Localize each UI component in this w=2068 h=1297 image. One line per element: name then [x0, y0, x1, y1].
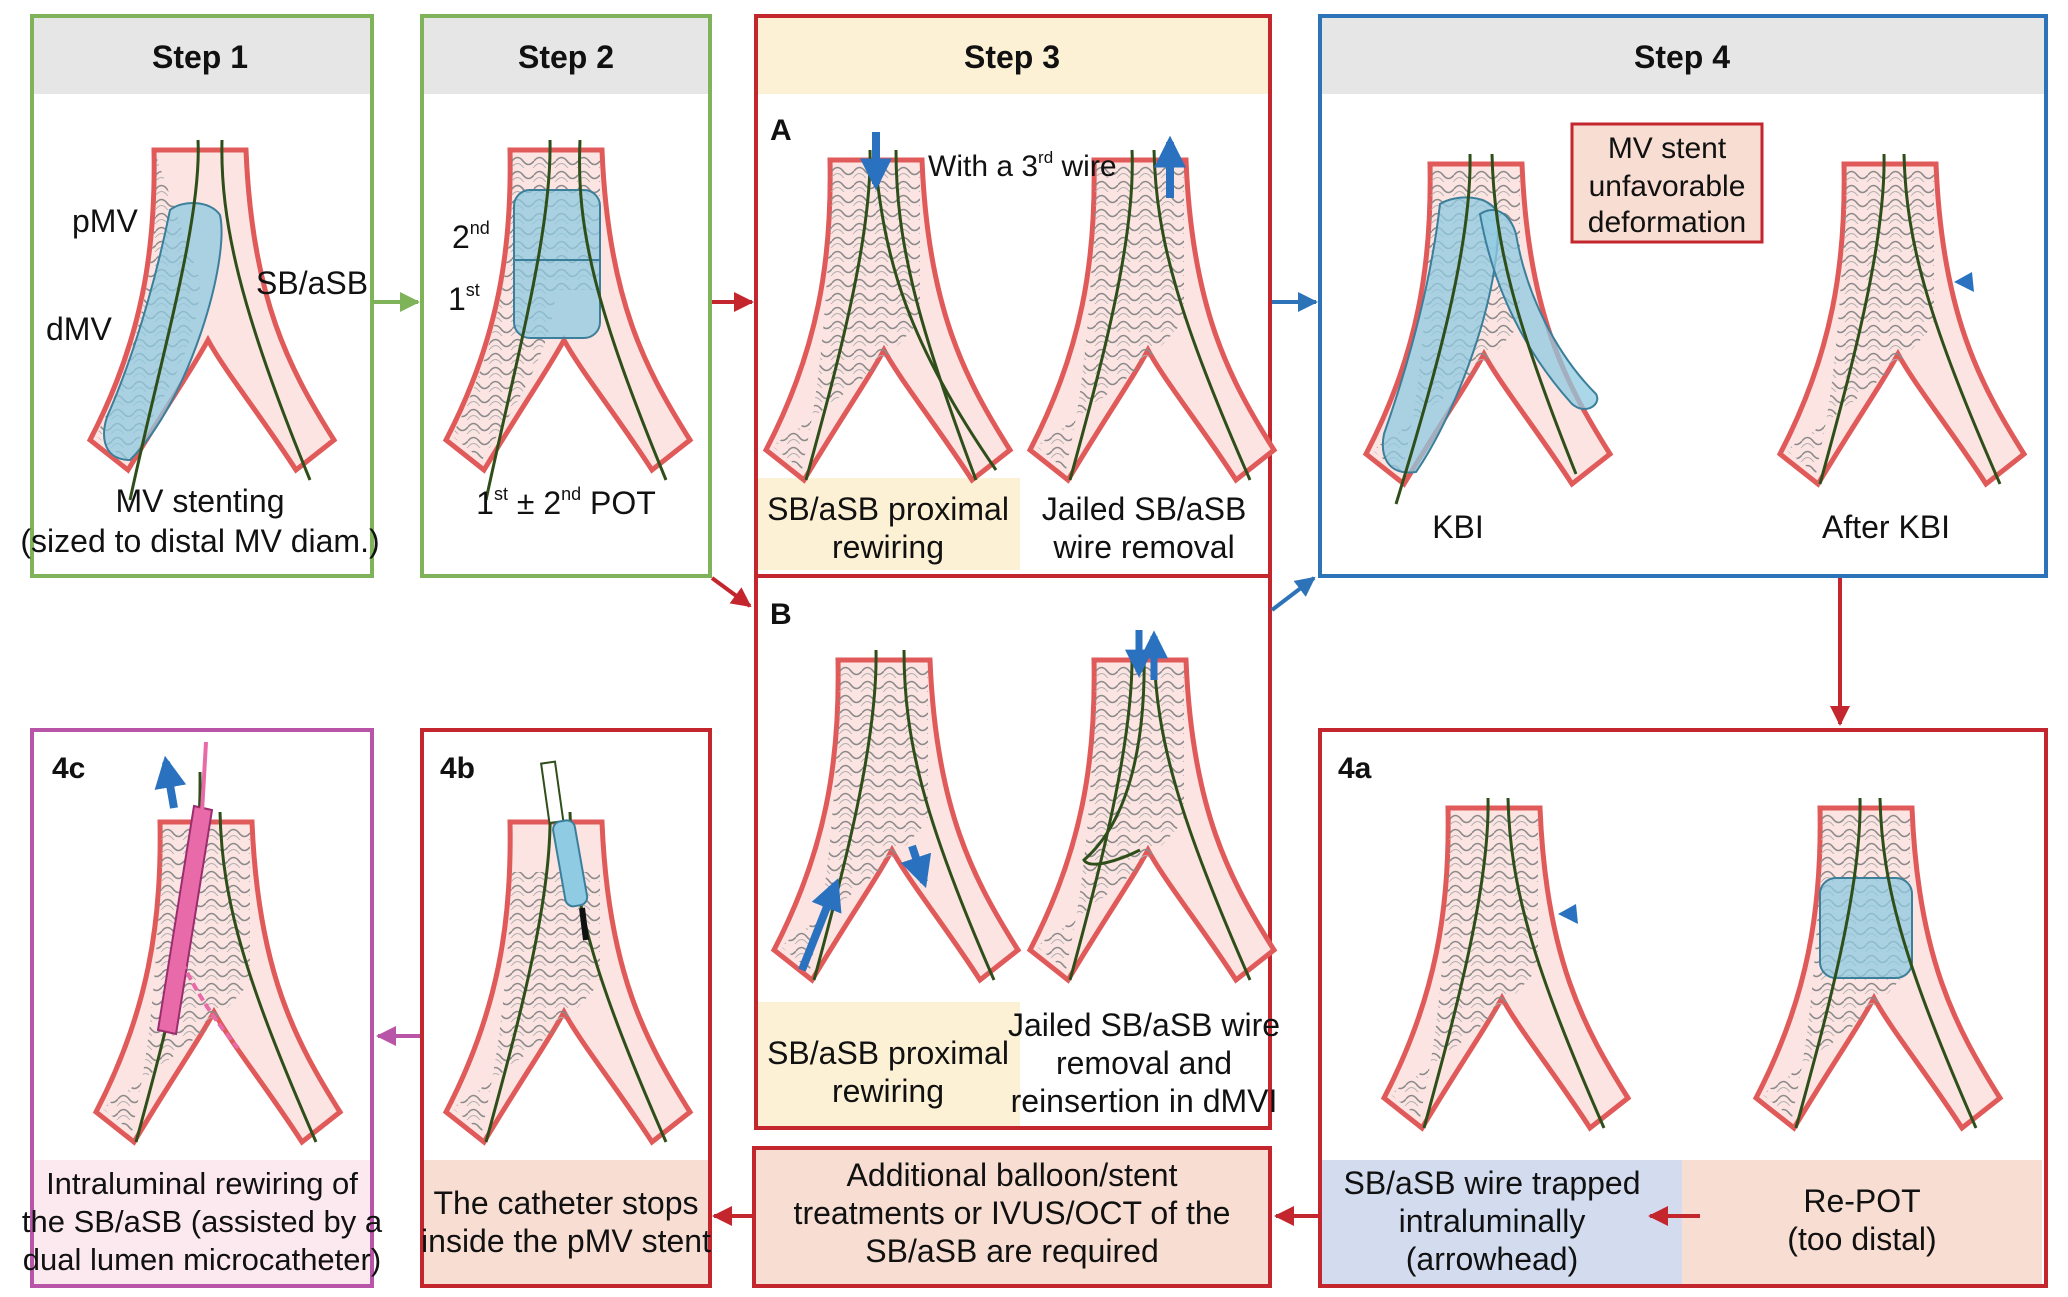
- additional-line2: treatments or IVUS/OCT of the: [794, 1195, 1231, 1231]
- 4a-right-caption-line2: (too distal): [1787, 1221, 1936, 1257]
- deformation-line1: MV stent: [1608, 132, 1727, 165]
- step4-after-kbi-label: After KBI: [1822, 509, 1950, 545]
- 4c-caption-band: [34, 1160, 370, 1284]
- additional-box-fill: [756, 1150, 1268, 1284]
- step3a-letter: A: [770, 114, 792, 147]
- 4a-left-caption-line3: (arrowhead): [1406, 1241, 1579, 1277]
- step4-after-kbi-vessel: [1776, 153, 2028, 488]
- step1-label-sb: SB/aSB: [256, 265, 368, 301]
- step1-label-pmv: pMV: [72, 203, 138, 239]
- step2-panel: [420, 14, 712, 578]
- step1-panel: [30, 14, 374, 578]
- step3b-right-vessel: [1026, 630, 1278, 984]
- step4-header-band: [1320, 18, 2044, 94]
- step1-vessel: [86, 139, 338, 501]
- 4a-right-caption-band: [1682, 1160, 2042, 1284]
- step2-header: Step 2: [518, 39, 614, 75]
- step2-caption: 1st ± 2nd POT: [476, 484, 656, 521]
- 4c-caption-line3: dual lumen microcatheter): [23, 1242, 381, 1277]
- 4a-left-caption-band: [1322, 1160, 1682, 1284]
- deformation-line3: deformation: [1588, 206, 1746, 239]
- step3a-third-wire-note: With a 3rd wire: [928, 148, 1117, 183]
- step3a-left-caption-line2: rewiring: [832, 529, 944, 565]
- step1-header: Step 1: [152, 39, 248, 75]
- 4b-panel: [420, 728, 712, 1288]
- step3b-panel: [754, 574, 1272, 1130]
- step3b-left-caption-line1: SB/aSB proximal: [767, 1035, 1009, 1071]
- step3a-right-vessel: [1026, 135, 1278, 484]
- step2-header-band: [424, 18, 708, 94]
- 4b-caption-line2: inside the pMV stent: [421, 1223, 711, 1259]
- additional-box: [752, 1146, 1272, 1288]
- step1-caption-line1: MV stenting: [116, 483, 285, 519]
- 4a-right-caption-line1: Re-POT: [1803, 1183, 1920, 1219]
- step1-label-dmv: dMV: [46, 311, 112, 347]
- step3b-right-caption-line2: removal and: [1056, 1045, 1232, 1081]
- 4c-caption-line2: the SB/aSB (assisted by a: [22, 1204, 383, 1239]
- step3b-letter: B: [770, 598, 792, 631]
- step4-kbi-label: KBI: [1432, 509, 1484, 545]
- step1-caption-line2: (sized to distal MV diam.): [20, 523, 379, 559]
- 4a-letter: 4a: [1338, 752, 1372, 785]
- step3b-left-caption-line2: rewiring: [832, 1073, 944, 1109]
- arrow-step2-to-step3b: [710, 576, 752, 608]
- step1-header-band: [34, 18, 370, 94]
- step4-panel: [1318, 14, 2048, 578]
- step3b-right-caption-line1: Jailed SB/aSB wire: [1008, 1007, 1280, 1043]
- step2-label-1st: 1st: [448, 280, 480, 317]
- arrow-step3b-to-step4: [1270, 576, 1316, 612]
- step3a-left-caption-line1: SB/aSB proximal: [767, 491, 1009, 527]
- step3b-right-caption-line3: reinsertion in dMVI: [1011, 1083, 1278, 1119]
- 4c-letter: 4c: [52, 752, 85, 785]
- step3a-left-caption-band: [758, 478, 1020, 570]
- 4a-left-caption-line1: SB/aSB wire trapped: [1343, 1165, 1640, 1201]
- 4c-microcatheter-vessel: [92, 741, 344, 1146]
- step3a-right-caption-line1: Jailed SB/aSB: [1042, 491, 1247, 527]
- 4a-panel: [1318, 728, 2048, 1288]
- 4a-left-caption-line2: intraluminally: [1399, 1203, 1586, 1239]
- 4c-panel: [30, 728, 374, 1288]
- step2-vessel: [442, 139, 694, 501]
- step4-kbi-vessel: [1362, 153, 1614, 505]
- additional-line3: SB/aSB are required: [865, 1233, 1159, 1269]
- additional-line1: Additional balloon/stent: [847, 1157, 1178, 1193]
- step3b-left-vessel: [770, 649, 1022, 984]
- step3b-left-caption-band: [758, 1002, 1020, 1126]
- step3-header-band: [756, 18, 1268, 94]
- 4b-caption-line1: The catheter stops: [433, 1185, 698, 1221]
- step3a-left-vessel: [762, 132, 1014, 484]
- 4b-caption-band: [424, 1160, 708, 1284]
- deformation-line2: unfavorable: [1589, 170, 1746, 203]
- 4a-trapped-vessel: [1380, 797, 1632, 1132]
- step4-header: Step 4: [1634, 39, 1730, 75]
- step3-header: Step 3: [964, 39, 1060, 75]
- deformation-box-fill: [1570, 122, 1764, 244]
- 4b-catheter-vessel: [442, 760, 694, 1146]
- 4a-repot-vessel: [1752, 797, 2004, 1132]
- step3a-right-caption-line2: wire removal: [1052, 529, 1234, 565]
- step2-label-2nd: 2nd: [452, 218, 490, 255]
- 4b-letter: 4b: [440, 752, 475, 785]
- 4c-caption-line1: Intraluminal rewiring of: [46, 1166, 358, 1201]
